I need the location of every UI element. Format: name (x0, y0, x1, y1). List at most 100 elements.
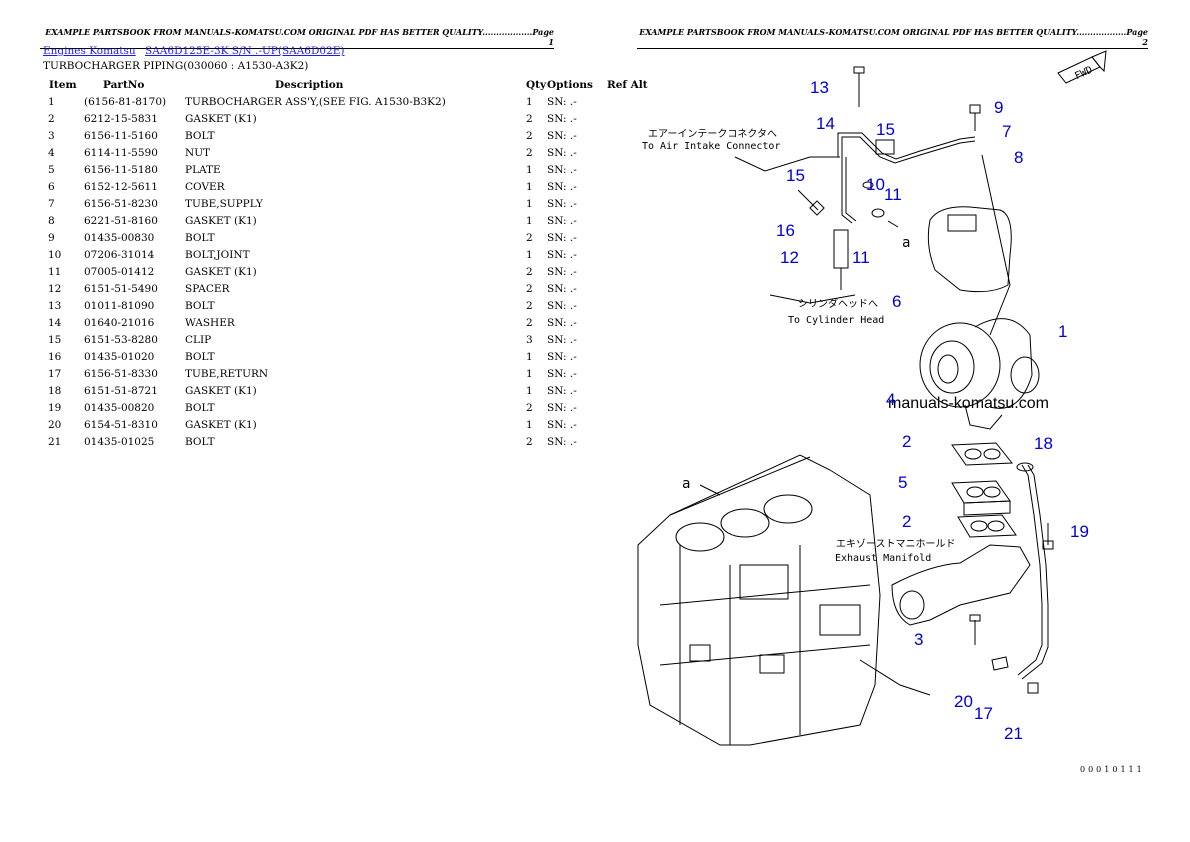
callout-label-3: 3 (914, 630, 923, 649)
page2-header: EXAMPLE PARTSBOOK FROM MANUALS-KOMATSU.C… (637, 27, 1148, 49)
callout-label-16: 16 (776, 221, 795, 240)
cell-item: 16 (48, 350, 62, 363)
cell-qty: 1 (526, 367, 533, 380)
page1-header: EXAMPLE PARTSBOOK FROM MANUALS-KOMATSU.C… (40, 27, 554, 49)
cell-description: BOLT,JOINT (185, 248, 250, 261)
cell-qty: 2 (526, 129, 533, 142)
breadcrumb-link-engines[interactable]: Engines Komatsu (43, 45, 136, 57)
note-exhaust-manifold-en: Exhaust Manifold (835, 553, 931, 564)
callout-label-8: 8 (1014, 148, 1023, 167)
cell-qty: 3 (526, 333, 533, 346)
cell-item: 18 (48, 384, 62, 397)
parts-table: Item PartNo Description Qty Options Ref … (43, 76, 648, 450)
cell-options: SN: .- (547, 316, 577, 329)
cell-item: 13 (48, 299, 62, 312)
callout-label-4: 4 (886, 390, 895, 409)
cell-description: BOLT (185, 299, 215, 312)
cell-item: 9 (48, 231, 55, 244)
cell-description: TUBE,SUPPLY (185, 197, 263, 210)
col-header-options: Options (547, 78, 593, 91)
cell-item: 15 (48, 333, 62, 346)
cell-description: TURBOCHARGER ASS'Y,(SEE FIG. A1530-B3K2) (185, 95, 446, 108)
cell-partno: 01435-00830 (84, 231, 155, 244)
cell-description: BOLT (185, 231, 215, 244)
cell-partno: 6156-51-8230 (84, 197, 158, 210)
cell-qty: 2 (526, 112, 533, 125)
cell-options: SN: .- (547, 163, 577, 176)
cell-item: 21 (48, 435, 62, 448)
cell-item: 20 (48, 418, 62, 431)
cell-item: 7 (48, 197, 55, 210)
callout-label-1: 1 (1058, 322, 1067, 341)
page-code: 00010111 (1080, 765, 1145, 774)
callout-label-21: 21 (1004, 724, 1023, 743)
note-exhaust-manifold-jp: エキゾーストマニホールド (836, 538, 956, 550)
cell-qty: 1 (526, 95, 533, 108)
cell-options: SN: .- (547, 384, 577, 397)
cell-qty: 1 (526, 384, 533, 397)
cell-item: 17 (48, 367, 62, 380)
cell-description: BOLT (185, 129, 215, 142)
col-header-qty: Qty (526, 78, 547, 91)
col-header-refalt: Ref Alt (607, 78, 648, 91)
cell-qty: 1 (526, 163, 533, 176)
cell-description: PLATE (185, 163, 221, 176)
callout-label-7: 7 (1002, 122, 1011, 141)
callout-label-19: 19 (1070, 522, 1089, 541)
cell-partno: 6114-11-5590 (84, 146, 158, 159)
cell-item: 8 (48, 214, 55, 227)
col-header-partno: PartNo (103, 78, 145, 91)
cell-description: COVER (185, 180, 225, 193)
callout-label-14: 14 (816, 114, 835, 133)
watermark: manuals-komatsu.com (888, 395, 1049, 412)
cell-description: CLIP (185, 333, 212, 346)
callout-label-2: 2 (902, 512, 911, 531)
note-air-intake-en: To Air Intake Connector (642, 141, 780, 152)
cylinder-block-drawing (637, 454, 881, 746)
callout-label-13: 13 (810, 78, 829, 97)
cell-item: 6 (48, 180, 55, 193)
callout-label-15: 15 (786, 166, 805, 185)
cell-partno: 6221-51-8160 (84, 214, 158, 227)
page-title: TURBOCHARGER PIPING(030060 : A1530-A3K2) (43, 60, 309, 72)
callout-label-17: 17 (974, 704, 993, 723)
fwd-label: FWD (1073, 65, 1094, 83)
cell-item: 14 (48, 316, 62, 329)
ref-a-label: a (902, 235, 910, 251)
fwd-arrow-icon (1057, 50, 1107, 84)
callout-label-5: 5 (898, 473, 907, 492)
col-header-description: Description (275, 78, 344, 91)
cell-partno: 01435-01020 (84, 350, 155, 363)
cell-item: 1 (48, 95, 55, 108)
cell-description: GASKET (K1) (185, 112, 257, 125)
cell-description: WASHER (185, 316, 235, 329)
cell-qty: 2 (526, 401, 533, 414)
cell-options: SN: .- (547, 146, 577, 159)
breadcrumb-link-model[interactable]: SAA6D125E-3K S/N .-UP(SAA6D02E) (145, 45, 345, 57)
cell-description: TUBE,RETURN (185, 367, 269, 380)
cell-description: BOLT (185, 401, 215, 414)
note-air-intake-jp: エアーインテークコネクタへ (648, 128, 777, 140)
cell-options: SN: .- (547, 129, 577, 142)
callout-label-9: 9 (994, 98, 1003, 117)
cell-options: SN: .- (547, 112, 577, 125)
note-cylinder-head-en: To Cylinder Head (788, 315, 884, 326)
cell-partno: 6156-11-5160 (84, 129, 158, 142)
cell-partno: 6212-15-5831 (84, 112, 158, 125)
cell-item: 2 (48, 112, 55, 125)
cell-options: SN: .- (547, 367, 577, 380)
cell-description: BOLT (185, 435, 215, 448)
breadcrumb: Engines Komatsu SAA6D125E-3K S/N .-UP(SA… (43, 45, 351, 57)
cell-qty: 2 (526, 435, 533, 448)
